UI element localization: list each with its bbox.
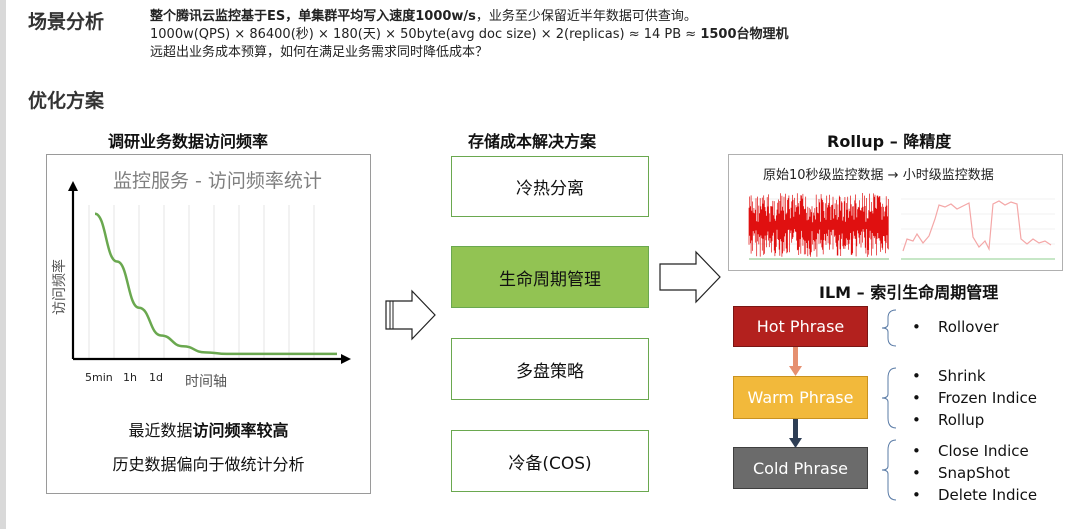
slide-edge	[0, 0, 6, 529]
col1-footer-line-1-bold: 访问频率较高	[192, 421, 289, 440]
raw-10s-data-thumbnail	[748, 193, 889, 260]
solution-hot-cold-separation: 冷热分离	[451, 156, 649, 217]
optimize-title: 优化方案	[28, 90, 105, 112]
solution-multi-disk-strategy: 多盘策略	[451, 338, 649, 400]
chart-x-tick-label: 5min	[85, 371, 113, 384]
brace-cold	[881, 439, 897, 501]
chart-x-tick-label: 1h	[123, 371, 137, 384]
scenario-line-2: 1000w(QPS) × 86400(秒) × 180(天) × 50byte(…	[150, 26, 789, 44]
col1-footer-line-1: 最近数据访问频率较高	[47, 417, 370, 441]
raw-noise-path	[748, 193, 889, 257]
rollup-title: Rollup – 降精度	[827, 132, 952, 151]
cold-action-item: Delete Indice	[912, 484, 1037, 506]
hot-to-warm-arrow-icon	[789, 347, 802, 376]
brace-warm	[881, 367, 897, 429]
chart-y-label: 访问频率	[51, 259, 68, 315]
warm-action-item: Frozen Indice	[912, 387, 1037, 409]
ilm-title: ILM – 索引生命周期管理	[819, 283, 999, 302]
raw-noise-data	[748, 193, 889, 257]
scenario-line-2-bold: 1500台物理机	[700, 27, 789, 42]
warm-actions-list: Shrink Frozen Indice Rollup	[912, 365, 1037, 431]
solution-cold-backup-cos: 冷备(COS)	[451, 430, 649, 492]
chart-x-axis-arrow	[341, 354, 351, 364]
cold-action-item: SnapShot	[912, 462, 1037, 484]
phase-cold: Cold Phrase	[733, 447, 868, 489]
rollup-panel: 原始10秒级监控数据 → 小时级监控数据	[728, 154, 1063, 271]
chart-title: 监控服务 - 访问频率统计	[113, 170, 322, 192]
col1-footer-line-2: 历史数据偏向于做统计分析	[112, 455, 305, 474]
hollow-arrow-icon	[659, 250, 721, 304]
brace-hot	[881, 309, 897, 347]
scenario-title: 场景分析	[28, 11, 105, 33]
hourly-data-thumbnail	[901, 198, 1055, 260]
warm-action-item: Shrink	[912, 365, 1037, 387]
scenario-line-2-text: 1000w(QPS) × 86400(秒) × 180(天) × 50byte(…	[150, 27, 701, 42]
scenario-line-3: 远超出业务成本预算，如何在满足业务需求同时降低成本？	[150, 45, 489, 60]
scenario-line-1-rest: ，业务至少保留近半年数据可供查询。	[475, 9, 697, 24]
chart-x-ticks: 5min 1h 1d	[85, 371, 163, 384]
scenario-description: 整个腾讯云监控基于ES，单集群平均写入速度1000w/s，业务至少保留近半年数据…	[150, 8, 789, 62]
access-frequency-panel: 监控服务 - 访问频率统计 访问频率 5min 1h 1d 时间轴 最近数据访问频率…	[46, 154, 371, 494]
chart-y-axis-arrow	[68, 181, 78, 191]
access-frequency-chart: 监控服务 - 访问频率统计 访问频率 5min 1h 1d 时间轴	[51, 170, 351, 390]
hot-action-item: Rollover	[912, 316, 999, 338]
warm-action-item: Rollup	[912, 409, 1037, 431]
chart-x-tick-label: 1d	[149, 371, 163, 384]
col1-footer-line-1-text: 最近数据	[128, 421, 193, 440]
chart-x-label: 时间轴	[185, 374, 227, 390]
scenario-line-1-bold: 整个腾讯云监控基于ES，单集群平均写入速度1000w/s	[150, 9, 476, 24]
warm-to-cold-arrow-icon	[789, 419, 802, 448]
chart-axes	[68, 181, 351, 364]
cold-actions-list: Close Indice SnapShot Delete Indice	[912, 440, 1037, 506]
phase-warm: Warm Phrase	[733, 376, 868, 419]
cold-action-item: Close Indice	[912, 440, 1037, 462]
phase-hot: Hot Phrase	[733, 306, 868, 347]
hot-actions-list: Rollover	[912, 316, 999, 338]
rollup-caption: 原始10秒级监控数据 → 小时级监控数据	[763, 168, 994, 183]
chart-gridlines	[88, 205, 315, 359]
col1-title: 调研业务数据访问频率	[108, 132, 269, 151]
chart-series-line	[94, 212, 337, 356]
hollow-arrow-icon	[385, 289, 436, 341]
col2-title: 存储成本解决方案	[468, 132, 597, 151]
solution-lifecycle-management: 生命周期管理	[451, 246, 649, 308]
scenario-line-1: 整个腾讯云监控基于ES，单集群平均写入速度1000w/s，业务至少保留近半年数据…	[150, 8, 789, 26]
